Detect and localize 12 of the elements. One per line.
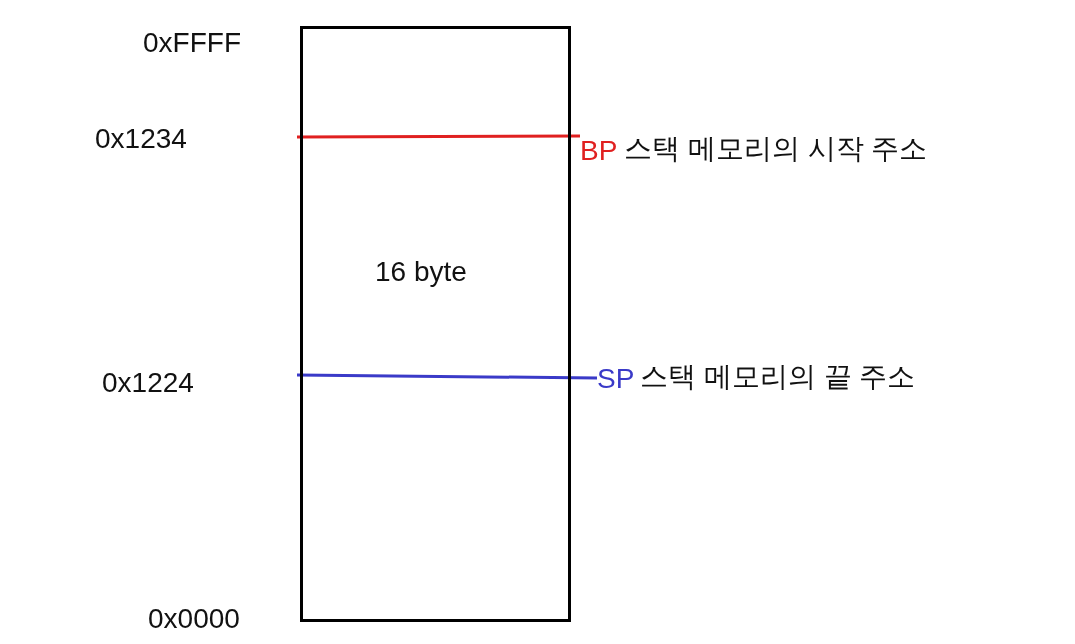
memory-block [300, 26, 571, 622]
register-label: SP [597, 362, 635, 396]
address-label: 0x1234 [95, 122, 187, 156]
description-text: 스택 메모리의 끝 주소 [640, 360, 916, 394]
leader-line [297, 373, 597, 380]
description-text: 스택 메모리의 시작 주소 [624, 132, 928, 166]
address-label: 0x1224 [102, 366, 194, 400]
address-label: 0x0000 [148, 602, 240, 636]
size-text: 16 byte [375, 255, 467, 289]
leader-line [297, 134, 580, 139]
register-label: BP [580, 134, 618, 168]
address-label: 0xFFFF [143, 26, 241, 60]
